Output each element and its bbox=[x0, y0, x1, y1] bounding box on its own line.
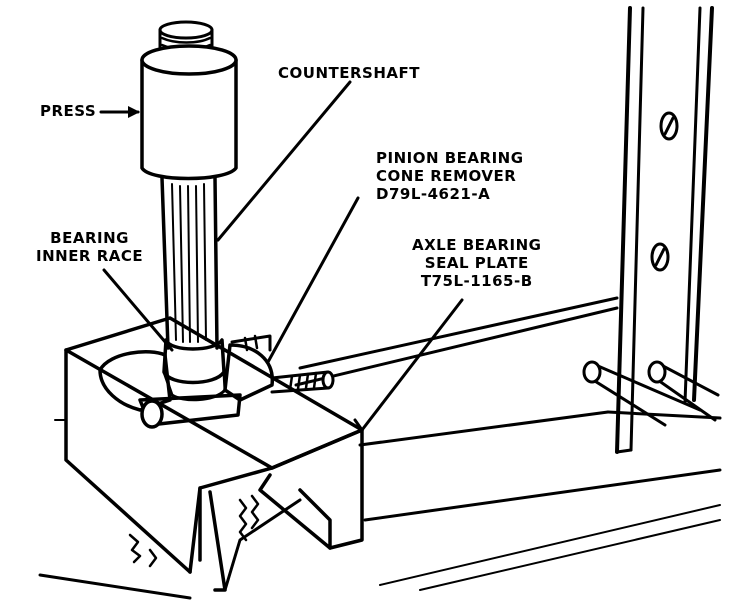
leader-lines bbox=[99, 80, 464, 432]
pinion-remover-part-number: D79L-4621-A bbox=[376, 185, 491, 203]
frame-hole-lower bbox=[650, 242, 670, 272]
countershaft-leader bbox=[216, 80, 352, 242]
pinion-remover-label: PINION BEARING CONE REMOVER D79L-4621-A bbox=[376, 149, 524, 203]
bearing-inner-race-line1: BEARING bbox=[50, 229, 129, 247]
gear-teeth bbox=[128, 494, 260, 568]
bench-rails bbox=[38, 296, 722, 600]
cross-rods bbox=[582, 360, 720, 427]
press-arrow-head bbox=[128, 106, 140, 118]
frame-post bbox=[615, 6, 714, 454]
cone-remover-tool bbox=[98, 334, 335, 429]
seal-plate-line2: SEAL PLATE bbox=[424, 254, 529, 272]
seal-plate-part-number: T75L-1165-B bbox=[420, 272, 533, 290]
countershaft-label-text: COUNTERSHAFT bbox=[278, 64, 420, 82]
pinion-remover-leader bbox=[266, 196, 360, 364]
pinion-remover-line2: CONE REMOVER bbox=[376, 167, 517, 185]
countershaft bbox=[140, 20, 238, 402]
press-label-text: PRESS bbox=[40, 102, 97, 120]
frame-hole-upper bbox=[659, 111, 679, 141]
bearing-inner-race-line2: INNER RACE bbox=[36, 247, 144, 265]
press-label: PRESS bbox=[40, 102, 96, 120]
inner-race-leader bbox=[102, 268, 174, 352]
seal-plate-leader bbox=[360, 298, 464, 432]
seal-plate-line1: AXLE BEARING bbox=[412, 236, 542, 254]
countershaft-label: COUNTERSHAFT bbox=[278, 64, 420, 82]
pinion-remover-line1: PINION BEARING bbox=[376, 149, 524, 167]
bearing-inner-race-label: BEARING INNER RACE bbox=[36, 229, 143, 265]
seal-plate-label: AXLE BEARING SEAL PLATE T75L-1165-B bbox=[412, 236, 542, 290]
